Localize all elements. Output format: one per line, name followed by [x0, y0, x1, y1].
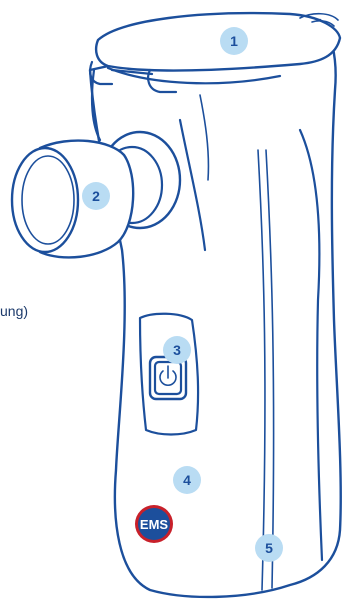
top-lid — [94, 11, 342, 72]
ems-logo: EMS — [135, 505, 173, 543]
button-recess — [138, 312, 200, 436]
housing-crease — [199, 94, 210, 181]
callout-4: 4 — [173, 466, 201, 494]
callout-5: 5 — [255, 534, 283, 562]
lid-strap — [110, 68, 154, 76]
lid-hinge-left — [89, 60, 114, 86]
body-side-groove-2 — [265, 149, 275, 589]
power-button-face — [153, 360, 183, 396]
logo-text: EMS — [140, 517, 169, 532]
mouthpiece-opening-inner — [21, 155, 75, 245]
cut-off-label: ung) — [0, 303, 29, 319]
callout-3: 3 — [163, 336, 191, 364]
callout-1: 1 — [220, 27, 248, 55]
mouthpiece-opening — [10, 146, 80, 254]
body-side-edge — [298, 128, 324, 562]
body-side-groove — [257, 149, 266, 591]
front-face-curve — [178, 118, 207, 252]
device-body — [88, 18, 342, 599]
upper-housing — [90, 66, 282, 142]
callout-2: 2 — [82, 182, 110, 210]
lid-right-clip — [299, 12, 339, 27]
power-symbol-arc — [159, 370, 177, 386]
